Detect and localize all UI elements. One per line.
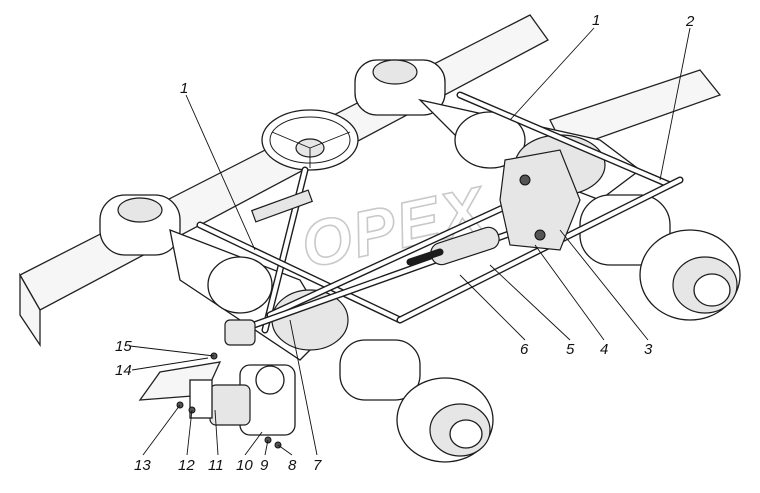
- callout-9: 9: [260, 457, 269, 474]
- callout-6: 6: [520, 341, 529, 358]
- callout-4: 4: [600, 341, 608, 358]
- callout-15: 15: [115, 338, 132, 355]
- callout-10: 10: [236, 457, 253, 474]
- front-steering-axle: [99, 194, 494, 463]
- callout-8: 8: [288, 457, 297, 474]
- callout-14: 14: [115, 362, 132, 379]
- tie-rods: [196, 91, 684, 334]
- callout-1-right: 1: [592, 12, 600, 29]
- steering-column: [250, 166, 314, 334]
- callout-3: 3: [644, 341, 653, 358]
- leader-lines: [129, 27, 691, 456]
- callout-13: 13: [134, 457, 151, 474]
- callout-5: 5: [566, 341, 575, 358]
- callout-2: 2: [685, 13, 695, 30]
- callout-1-left: 1: [180, 80, 188, 97]
- callout-7: 7: [313, 457, 322, 474]
- intermediate-bellcrank: [499, 149, 581, 251]
- power-cylinder: [406, 226, 500, 266]
- callout-11: 11: [208, 457, 224, 474]
- callout-labels: 1 1 2 3 4 5 6 7 8 9 10 11 12 13 14 15: [115, 12, 695, 474]
- steering-wheel: [261, 109, 359, 171]
- callout-12: 12: [178, 457, 195, 474]
